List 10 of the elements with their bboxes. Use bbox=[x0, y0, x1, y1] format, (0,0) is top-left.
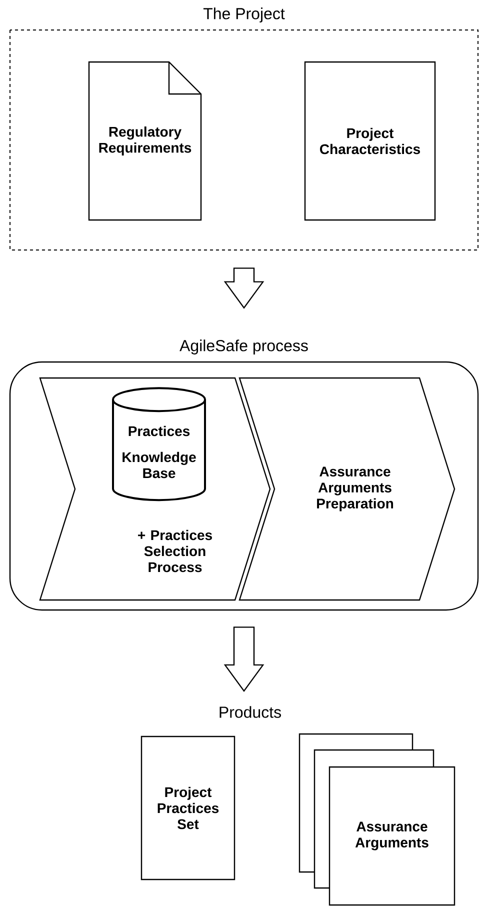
database-cylinder: Practices Knowledge Base bbox=[112, 387, 206, 502]
node-label: AgileSafe process bbox=[180, 340, 308, 354]
document-page: Project Practices Set bbox=[140, 736, 236, 880]
chevron-step: Assurance Arguments Preparation bbox=[238, 377, 456, 601]
section-title: Products bbox=[220, 706, 281, 718]
block-arrow bbox=[224, 626, 264, 692]
document-stack: Assurance Arguments bbox=[298, 733, 456, 906]
document-page: Project Characteristics bbox=[304, 61, 436, 221]
block-arrow bbox=[224, 268, 264, 309]
node-label: The Project bbox=[203, 8, 285, 22]
